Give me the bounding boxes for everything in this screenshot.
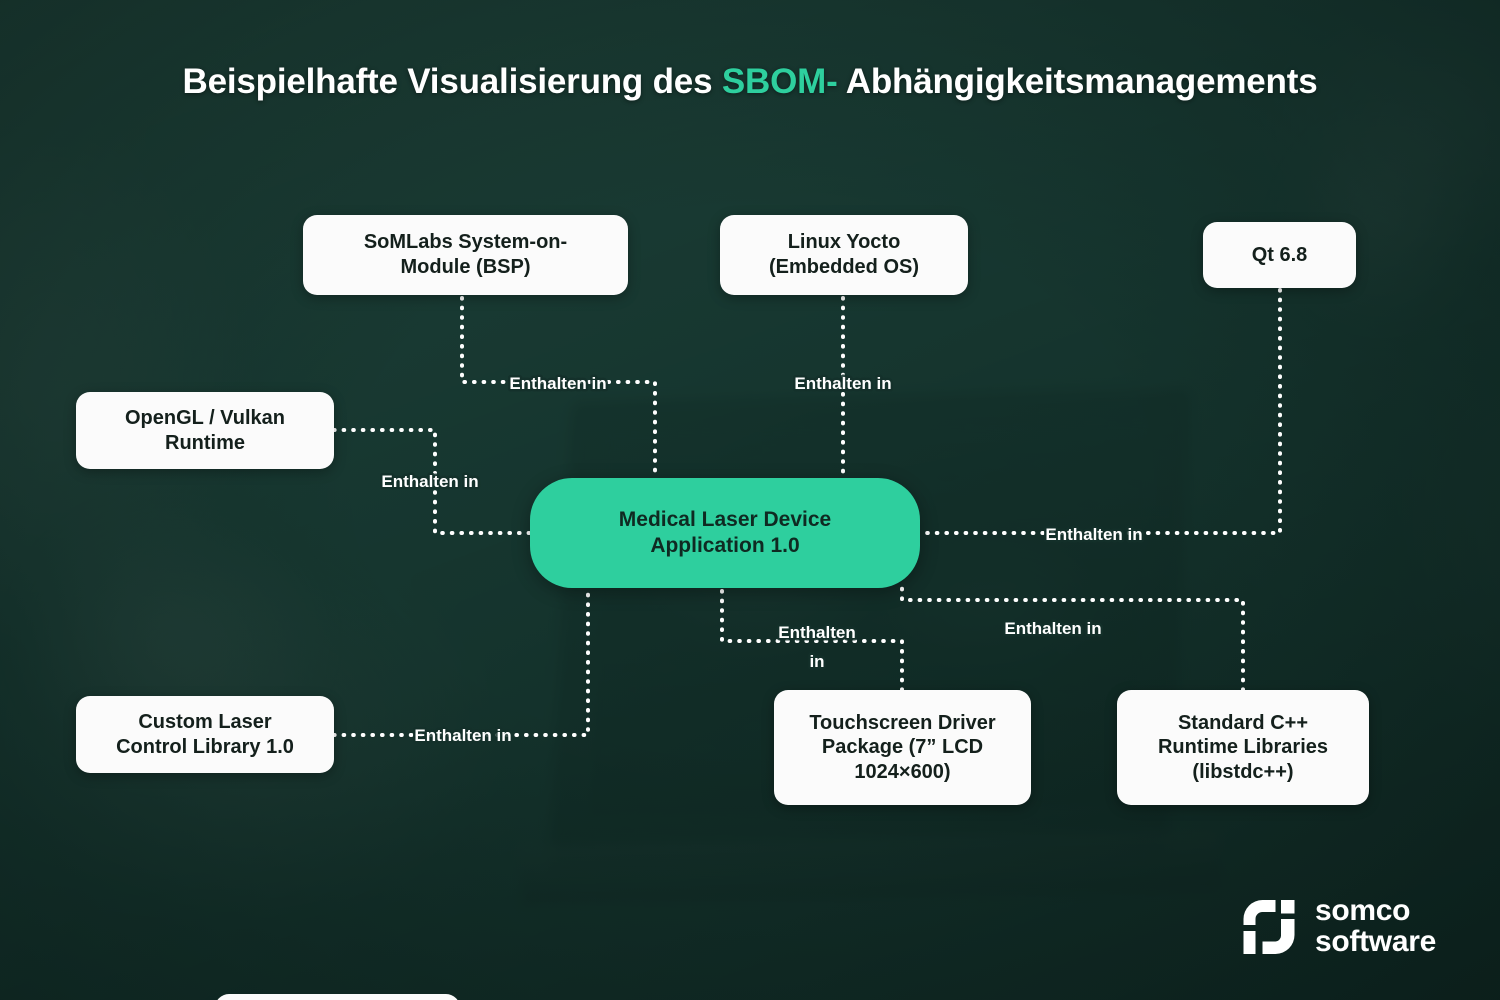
logo-line-2: software <box>1315 924 1436 958</box>
somco-logo-text: somco software <box>1315 894 1436 958</box>
node-qt-line1: Qt 6.8 <box>1251 243 1308 266</box>
node-opengl-line2: Runtime <box>165 431 245 454</box>
edge-touchscreen-label-line1: Enthalten <box>778 623 855 642</box>
edge-somlabs-path <box>460 296 657 480</box>
page-title: Beispielhafte Visualisierung des SBOM- A… <box>0 62 1500 102</box>
edge-stdcpp-path <box>900 586 1245 692</box>
node-touchscreen-line2: Package (7” LCD <box>821 736 984 759</box>
node-touchscreen-driver-package[interactable]: Touchscreen Driver Package (7” LCD 1024×… <box>774 690 1031 805</box>
node-cropped-offscreen[interactable] <box>215 994 460 1000</box>
node-central-line2: Application 1.0 <box>650 534 800 557</box>
node-somlabs-system-on-module[interactable]: SoMLabs System-on- Module (BSP) <box>303 215 628 295</box>
edge-opengl-label: Enthalten in <box>381 472 478 491</box>
node-custom-laser-line2: Control Library 1.0 <box>116 735 294 758</box>
brand-logo: somco software <box>1242 894 1436 958</box>
node-stdcpp-line2: Runtime Libraries <box>1157 736 1329 759</box>
logo-line-1: somco <box>1315 894 1411 927</box>
node-stdcpp-line1: Standard C++ <box>1177 711 1309 734</box>
node-somlabs-line1: SoMLabs System-on- <box>363 231 568 254</box>
edge-qt-label: Enthalten in <box>1045 525 1142 544</box>
node-touchscreen-line1: Touchscreen Driver <box>809 711 996 734</box>
node-opengl-vulkan-runtime[interactable]: OpenGL / Vulkan Runtime <box>76 392 334 469</box>
node-standard-cpp-runtime-libraries[interactable]: Standard C++ Runtime Libraries (libstdc+… <box>1117 690 1369 805</box>
edge-somlabs-label: Enthalten in <box>509 374 606 393</box>
edge-custom-laser-path <box>332 586 590 737</box>
edge-linux-yocto-label: Enthalten in <box>794 374 891 393</box>
page-title-accent: SBOM- <box>721 62 838 101</box>
edge-qt-path <box>918 288 1282 535</box>
page-title-after: Abhängigkeitsmanagements <box>837 62 1318 101</box>
node-central-line1: Medical Laser Device <box>618 508 832 532</box>
edge-stdcpp-label: Enthalten in <box>1004 619 1101 638</box>
edge-opengl-path <box>332 428 532 535</box>
node-linux-yocto[interactable]: Linux Yocto (Embedded OS) <box>720 215 968 295</box>
somco-logo-icon <box>1243 899 1295 954</box>
node-somlabs-line2: Module (BSP) <box>400 256 531 278</box>
node-linux-yocto-line1: Linux Yocto <box>787 231 901 254</box>
node-custom-laser-control-library[interactable]: Custom Laser Control Library 1.0 <box>76 696 334 773</box>
edge-custom-laser-label: Enthalten in <box>414 726 511 745</box>
node-custom-laser-line1: Custom Laser <box>138 710 272 733</box>
node-qt[interactable]: Qt 6.8 <box>1203 222 1356 288</box>
node-opengl-line1: OpenGL / Vulkan <box>124 406 286 429</box>
node-touchscreen-line3: 1024×600) <box>854 760 951 783</box>
edge-touchscreen-label-line2: in <box>809 652 824 671</box>
page-title-before: Beispielhafte Visualisierung des <box>182 62 722 101</box>
node-stdcpp-line3: (libstdc++) <box>1192 760 1294 783</box>
node-linux-yocto-line2: (Embedded OS) <box>768 256 919 278</box>
node-medical-laser-device-application[interactable]: Medical Laser Device Application 1.0 <box>530 478 920 588</box>
